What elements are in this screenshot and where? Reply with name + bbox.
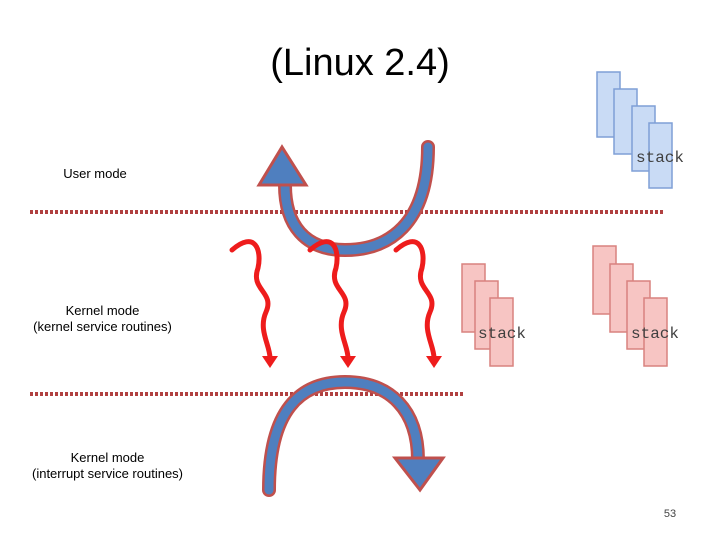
kernel-mode-kernel-label: Kernel mode (kernel service routines)	[10, 303, 195, 335]
kernel-stack-group-1	[461, 263, 514, 367]
interrupt-mode-line-1: Kernel mode	[70, 450, 145, 465]
kernel-stack-label-1: stack	[478, 325, 526, 343]
user-mode-label: User mode	[40, 166, 150, 182]
kernel-mode-line-2: (kernel service routines)	[33, 319, 172, 334]
kernel-mode-line-1: Kernel mode	[65, 303, 140, 318]
user-stack-label: stack	[636, 149, 684, 167]
user-stack-group	[596, 71, 673, 189]
kernel-mode-interrupt-label: Kernel mode (interrupt service routines)	[10, 450, 205, 482]
kernel-stack-label-2: stack	[631, 325, 679, 343]
kernel-thread-squiggle-3	[393, 239, 437, 361]
slide-title: (Linux 2.4)	[270, 42, 450, 84]
kernel-thread-squiggle-2	[307, 239, 351, 361]
user-mode-text: User mode	[63, 166, 127, 181]
interrupt-mode-line-2: (interrupt service routines)	[32, 466, 183, 481]
kernel-thread-squiggle-1	[229, 239, 273, 361]
syscall-return-arrow	[256, 140, 435, 258]
page-number: 53	[663, 508, 677, 520]
kernel-stack-group-2	[592, 245, 668, 367]
interrupt-arrow	[262, 374, 446, 497]
